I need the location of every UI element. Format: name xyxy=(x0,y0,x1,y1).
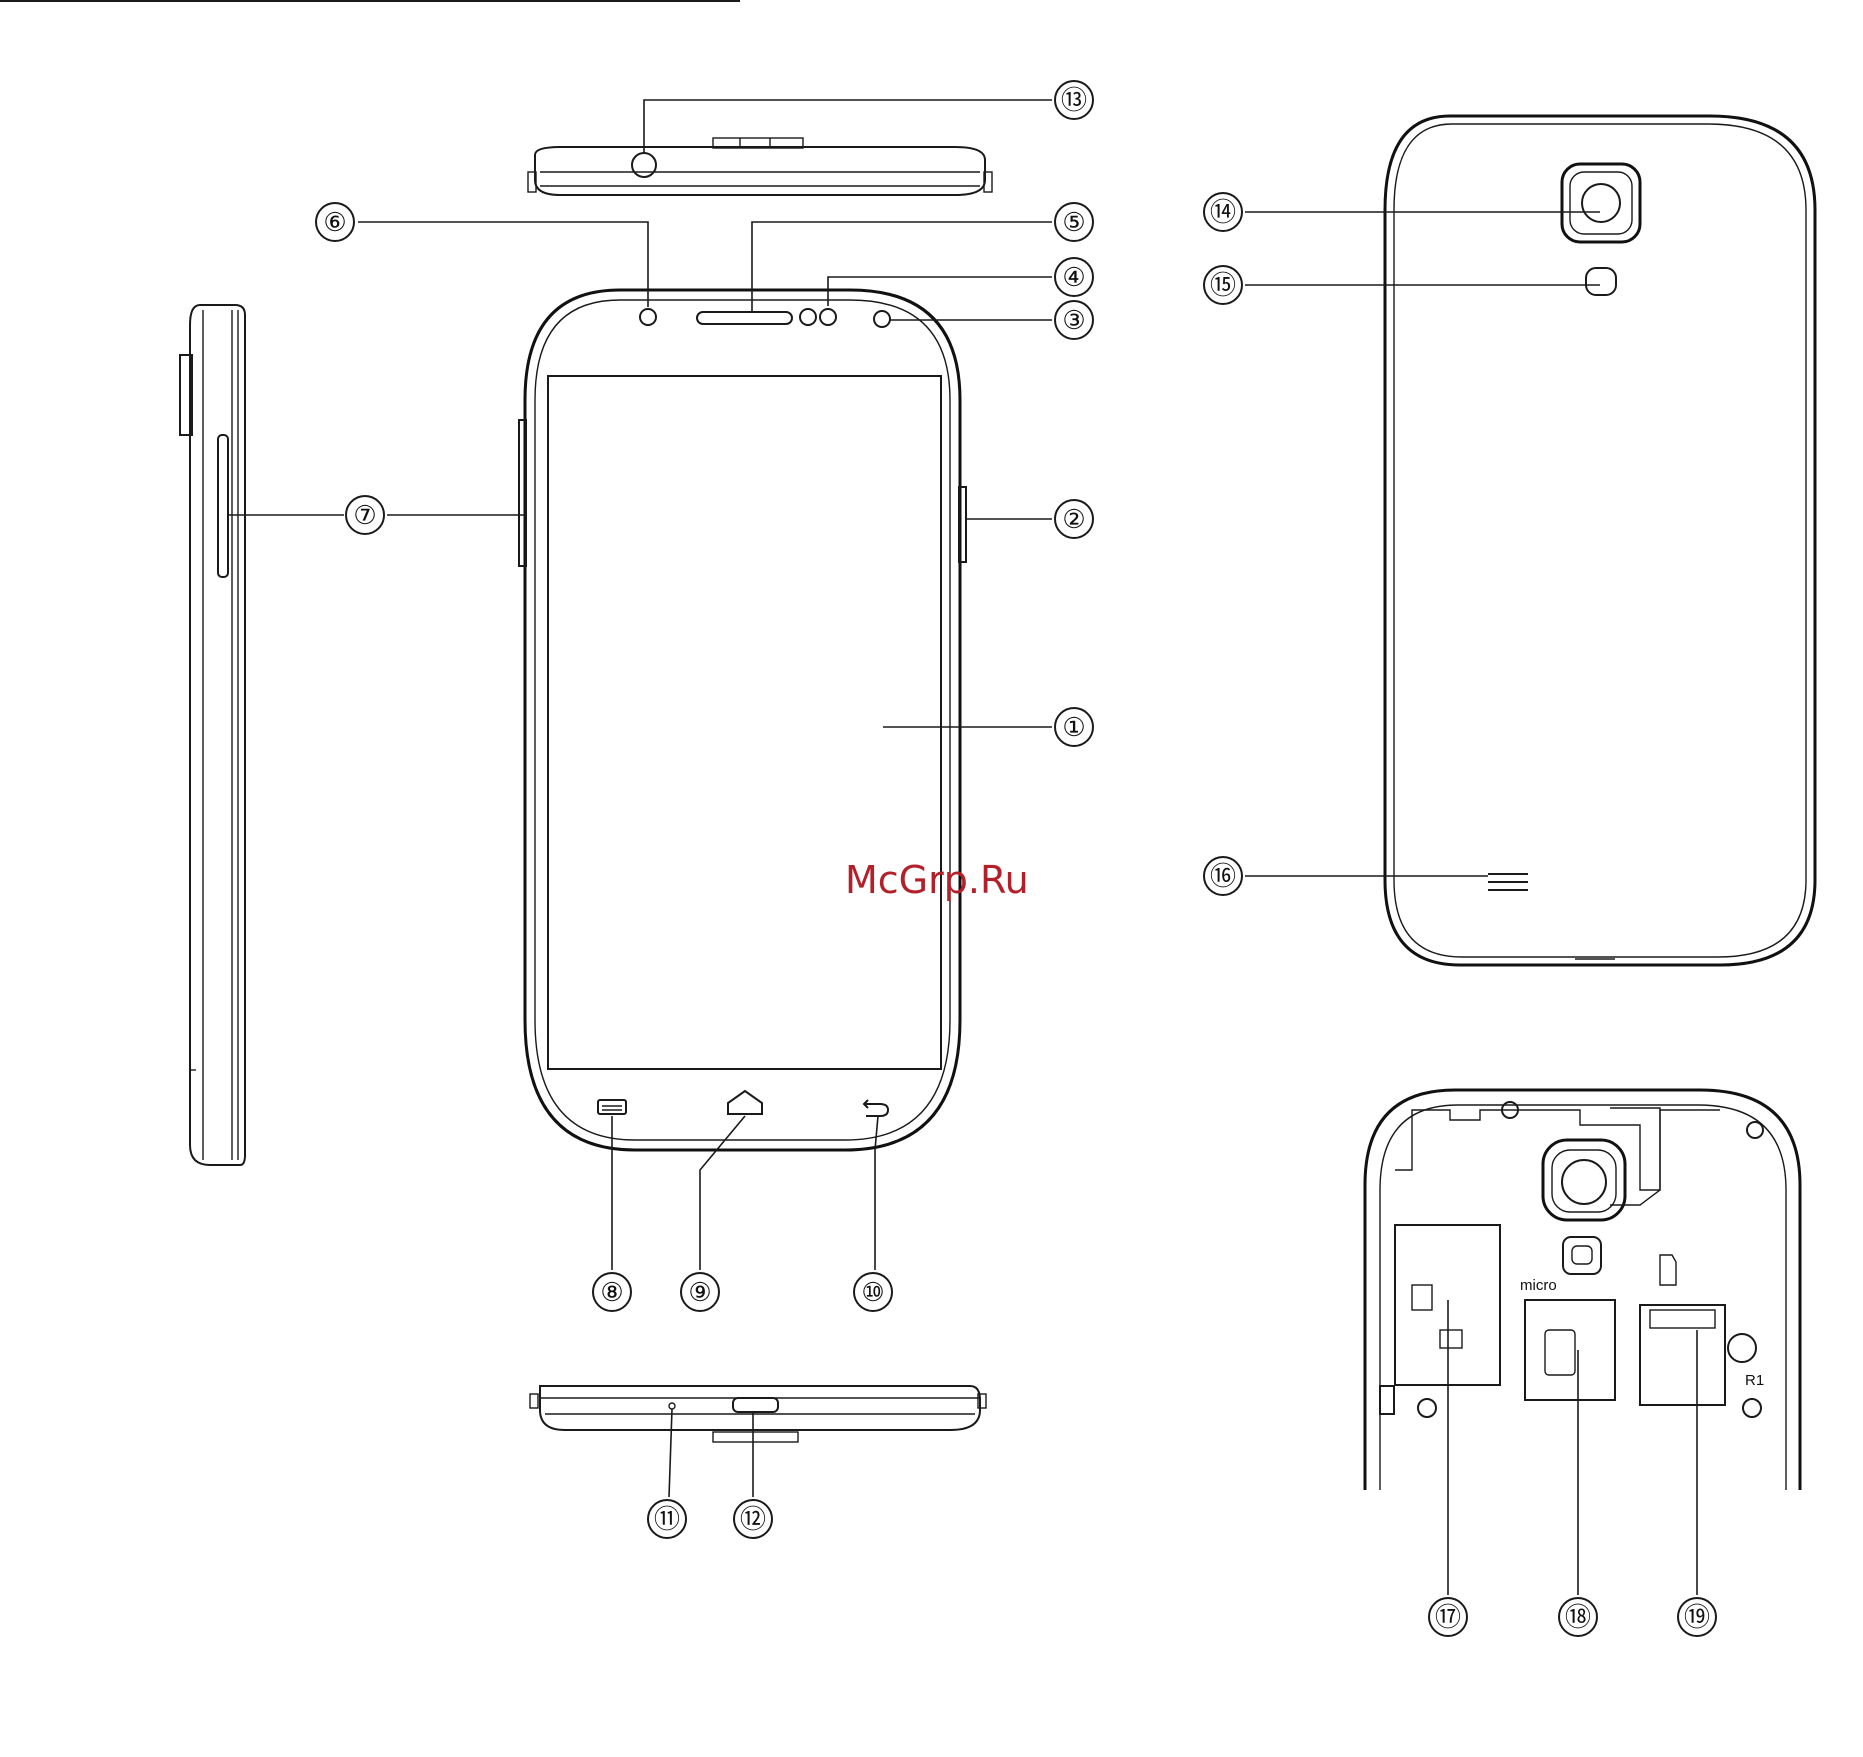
svg-text:⑩: ⑩ xyxy=(861,1277,884,1307)
svg-text:⑰: ⑰ xyxy=(1435,1602,1461,1632)
earpiece xyxy=(697,312,792,324)
svg-text:⑨: ⑨ xyxy=(688,1277,711,1307)
callout-14: ⑭ xyxy=(1204,193,1242,231)
r1-label: R1 xyxy=(1745,1372,1764,1389)
microphone-hole xyxy=(669,1403,675,1409)
svg-text:⑲: ⑲ xyxy=(1684,1602,1710,1632)
proximity-sensor-a xyxy=(800,309,816,325)
svg-text:④: ④ xyxy=(1062,262,1085,292)
menu-key-icon xyxy=(598,1100,626,1114)
callout-11: ⑪ xyxy=(648,1500,686,1538)
callout-12: ⑫ xyxy=(734,1500,772,1538)
home-key-icon xyxy=(728,1091,762,1114)
volume-keys xyxy=(218,435,228,577)
callout-15: ⑮ xyxy=(1204,266,1242,304)
phone-side-view xyxy=(180,305,245,1165)
callout-6: ⑥ xyxy=(316,203,354,241)
phone-internal-view: micro R1 xyxy=(1365,1090,1800,1490)
svg-text:⑦: ⑦ xyxy=(353,500,376,530)
phone-back-view xyxy=(1385,116,1815,965)
svg-text:⑪: ⑪ xyxy=(654,1504,680,1534)
rear-speaker-grille xyxy=(1488,874,1528,890)
phone-front-view xyxy=(519,290,966,1150)
touch-screen xyxy=(548,376,941,1069)
usb-port xyxy=(733,1398,778,1412)
callout-5: ⑤ xyxy=(1055,203,1093,241)
rear-camera-lens xyxy=(1582,184,1620,222)
callout-1: ① xyxy=(1055,708,1093,746)
sim-slot-2 xyxy=(1640,1305,1725,1405)
callout-13: ⑬ xyxy=(1055,81,1093,119)
callout-2: ② xyxy=(1055,500,1093,538)
callout-4: ④ xyxy=(1055,258,1093,296)
svg-text:⑧: ⑧ xyxy=(600,1277,623,1307)
svg-text:⑤: ⑤ xyxy=(1062,207,1085,237)
svg-text:⑭: ⑭ xyxy=(1210,197,1236,227)
proximity-sensor-b xyxy=(820,309,836,325)
headset-jack xyxy=(632,153,656,177)
back-key-icon xyxy=(864,1100,888,1116)
callout-10: ⑩ xyxy=(854,1273,892,1311)
sim-slot-1 xyxy=(1525,1300,1615,1400)
callout-16: ⑯ xyxy=(1204,857,1242,895)
flash xyxy=(1586,268,1616,295)
front-sensor-left xyxy=(640,309,656,325)
svg-text:⑬: ⑬ xyxy=(1061,85,1087,115)
front-camera xyxy=(874,311,890,327)
callout-8: ⑧ xyxy=(593,1273,631,1311)
phone-bottom-edge-view xyxy=(530,1386,986,1442)
svg-text:⑮: ⑮ xyxy=(1210,270,1236,300)
svg-text:②: ② xyxy=(1062,504,1085,534)
svg-text:①: ① xyxy=(1062,712,1085,742)
watermark: McGrp.Ru xyxy=(845,858,1029,902)
callout-17: ⑰ xyxy=(1429,1598,1467,1636)
leader-lines xyxy=(228,100,1697,1595)
callout-9: ⑨ xyxy=(681,1273,719,1311)
svg-text:③: ③ xyxy=(1062,305,1085,335)
svg-text:⑱: ⑱ xyxy=(1565,1602,1591,1632)
svg-text:⑥: ⑥ xyxy=(323,207,346,237)
svg-text:⑫: ⑫ xyxy=(740,1504,766,1534)
microsd-label: micro xyxy=(1520,1277,1557,1294)
svg-text:⑯: ⑯ xyxy=(1210,861,1236,891)
callout-3: ③ xyxy=(1055,301,1093,339)
callout-18: ⑱ xyxy=(1559,1598,1597,1636)
callout-7: ⑦ xyxy=(346,496,384,534)
callout-19: ⑲ xyxy=(1678,1598,1716,1636)
phone-top-edge-view xyxy=(528,138,992,195)
